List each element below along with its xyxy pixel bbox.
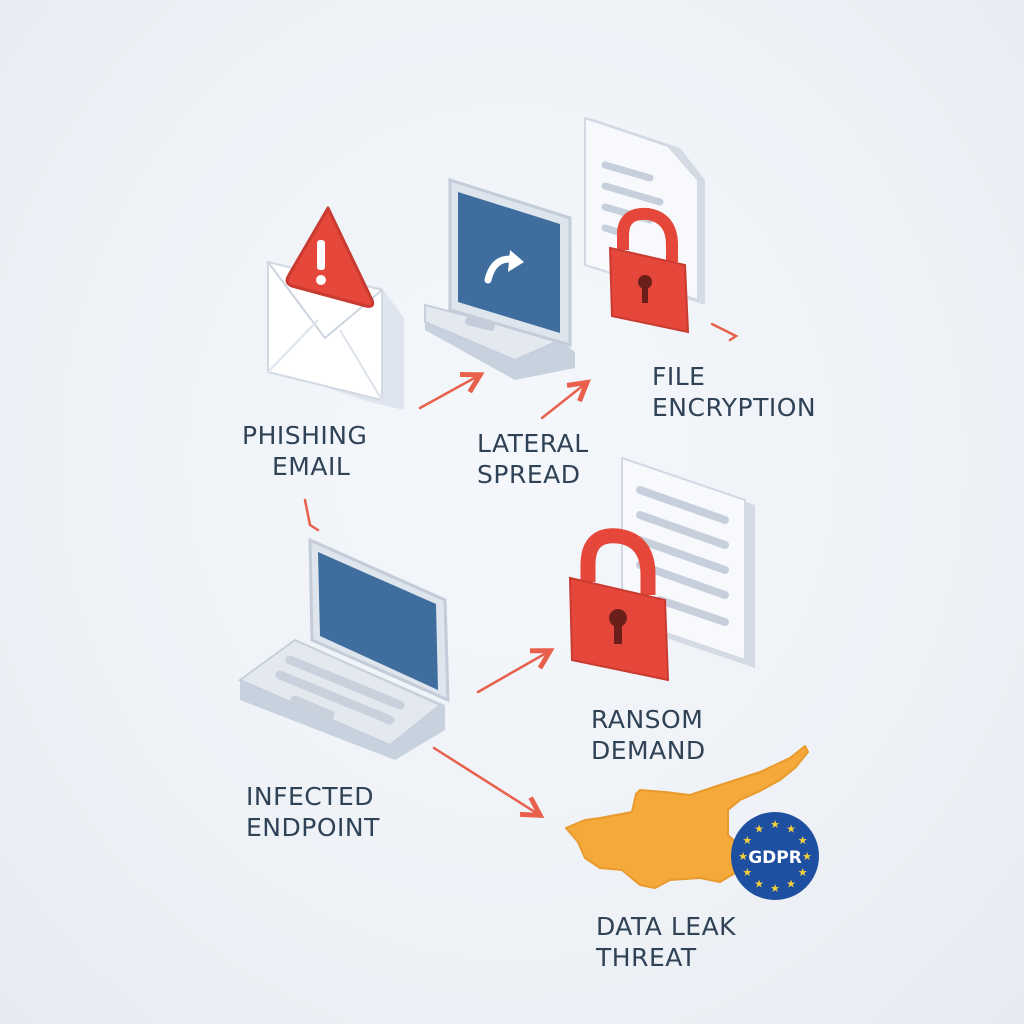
laptop-lateral-icon <box>424 177 575 380</box>
eu-star-icon: ★ <box>786 822 796 835</box>
label-line: PHISHING <box>242 421 368 450</box>
label-line: LATERAL <box>477 429 589 458</box>
eu-star-icon: ★ <box>738 850 748 863</box>
label-ransom-demand: RANSOM DEMAND <box>591 704 706 766</box>
label-line: FILE <box>652 362 706 391</box>
eu-star-icon: ★ <box>798 866 808 879</box>
gdpr-badge-text: GDPR <box>748 848 802 868</box>
arrow-endpoint-to-ransom <box>476 652 548 694</box>
label-data-leak-threat: DATA LEAK THREAT <box>596 911 736 973</box>
label-infected-endpoint: INFECTED ENDPOINT <box>246 781 380 843</box>
label-line: SPREAD <box>477 460 581 489</box>
eu-star-icon: ★ <box>802 850 812 863</box>
laptop-infected-icon <box>237 537 450 760</box>
label-line: ENCRYPTION <box>652 393 817 422</box>
label-line: EMAIL <box>272 452 351 481</box>
label-line: THREAT <box>596 943 697 972</box>
eu-star-icon: ★ <box>770 882 780 895</box>
lock-icon-large <box>568 528 670 682</box>
connector-encryption <box>710 322 739 342</box>
eu-star-icon: ★ <box>742 834 752 847</box>
eu-star-icon: ★ <box>754 878 764 891</box>
arrow-endpoint-to-data-leak <box>432 746 538 814</box>
label-line: RANSOM <box>591 705 704 734</box>
label-line: INFECTED <box>246 782 375 811</box>
eu-star-icon: ★ <box>798 834 808 847</box>
arrow-phishing-to-lateral <box>418 376 478 410</box>
gdpr-eu-badge: ★★★★★★★★★★★★ GDPR <box>731 812 819 900</box>
label-line: DATA LEAK <box>596 912 737 941</box>
label-file-encryption: FILE ENCRYPTION <box>652 361 816 423</box>
label-phishing-email: PHISHING EMAIL <box>242 420 367 482</box>
label-line: ENDPOINT <box>246 813 380 842</box>
eu-star-icon: ★ <box>754 822 764 835</box>
eu-star-icon: ★ <box>770 818 780 831</box>
eu-star-icon: ★ <box>786 878 796 891</box>
cyprus-map-icon <box>565 745 809 889</box>
connector-phishing-to-endpoint <box>303 498 320 532</box>
eu-star-icon: ★ <box>742 866 752 879</box>
warning-icon <box>285 206 375 308</box>
lock-icon <box>608 207 690 334</box>
label-line: DEMAND <box>591 736 706 765</box>
arrow-lateral-to-encryption <box>540 384 585 420</box>
label-lateral-spread: LATERAL SPREAD <box>477 428 589 490</box>
